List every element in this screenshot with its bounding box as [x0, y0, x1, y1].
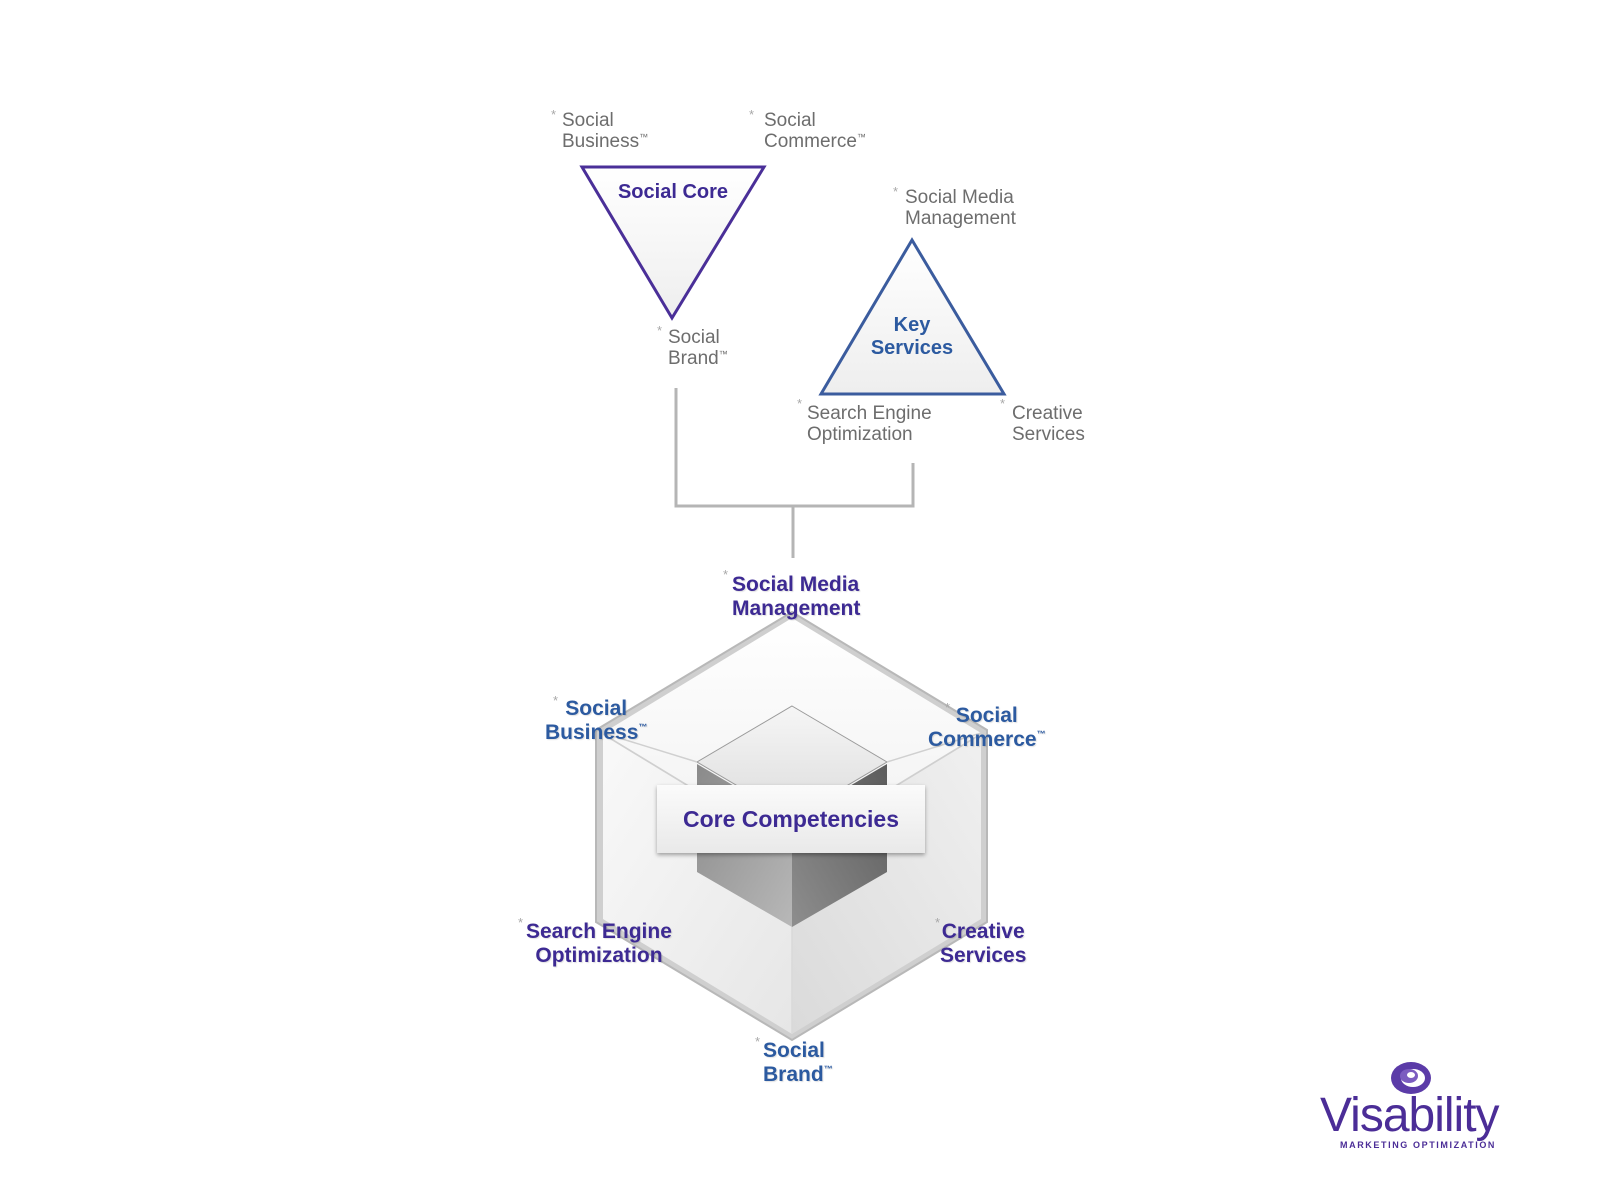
- key-services-creative-label: Creative Services: [1012, 403, 1085, 445]
- asterisk: *: [551, 107, 557, 122]
- key-services-smm-label: Social Media Management: [905, 187, 1016, 229]
- asterisk: *: [755, 1034, 761, 1049]
- core-competencies-box: Core Competencies: [657, 785, 925, 853]
- asterisk: *: [553, 693, 559, 708]
- hex-creative-label: Creative Services: [940, 920, 1027, 967]
- asterisk: *: [657, 323, 663, 338]
- asterisk: *: [1000, 396, 1006, 411]
- hex-brand-label: Social Brand™: [763, 1039, 833, 1086]
- connector-lines: [674, 388, 915, 558]
- key-services-seo-label: Search Engine Optimization: [807, 403, 932, 445]
- asterisk: *: [723, 567, 729, 582]
- visability-logo: Visability MARKETING OPTIMIZATION: [1320, 1060, 1550, 1150]
- social-core-brand-label: Social Brand™: [668, 327, 728, 369]
- logo-tagline: MARKETING OPTIMIZATION: [1340, 1140, 1497, 1150]
- social-core-commerce-label: Social Commerce™: [764, 110, 866, 152]
- hex-business-label: Social Business™: [545, 697, 648, 744]
- hex-commerce-label: Social Commerce™: [928, 704, 1046, 751]
- asterisk: *: [893, 184, 899, 199]
- asterisk: *: [945, 700, 951, 715]
- key-services-triangle: [818, 237, 1007, 396]
- hex-smm-label: Social Media Management: [732, 573, 861, 620]
- hex-seo-label: Search Engine Optimization: [526, 920, 672, 967]
- asterisk: *: [797, 396, 803, 411]
- asterisk: *: [935, 915, 941, 930]
- asterisk: *: [749, 107, 755, 122]
- core-competencies-label: Core Competencies: [682, 805, 899, 832]
- key-services-title: Key Services: [870, 314, 954, 359]
- logo-swirl-icon: [1391, 1062, 1431, 1094]
- social-core-triangle: [579, 165, 767, 321]
- logo-wordmark: Visability: [1320, 1089, 1500, 1142]
- social-core-title: Social Core: [617, 181, 729, 203]
- asterisk: *: [518, 915, 524, 930]
- social-core-business-label: Social Business™: [562, 110, 649, 152]
